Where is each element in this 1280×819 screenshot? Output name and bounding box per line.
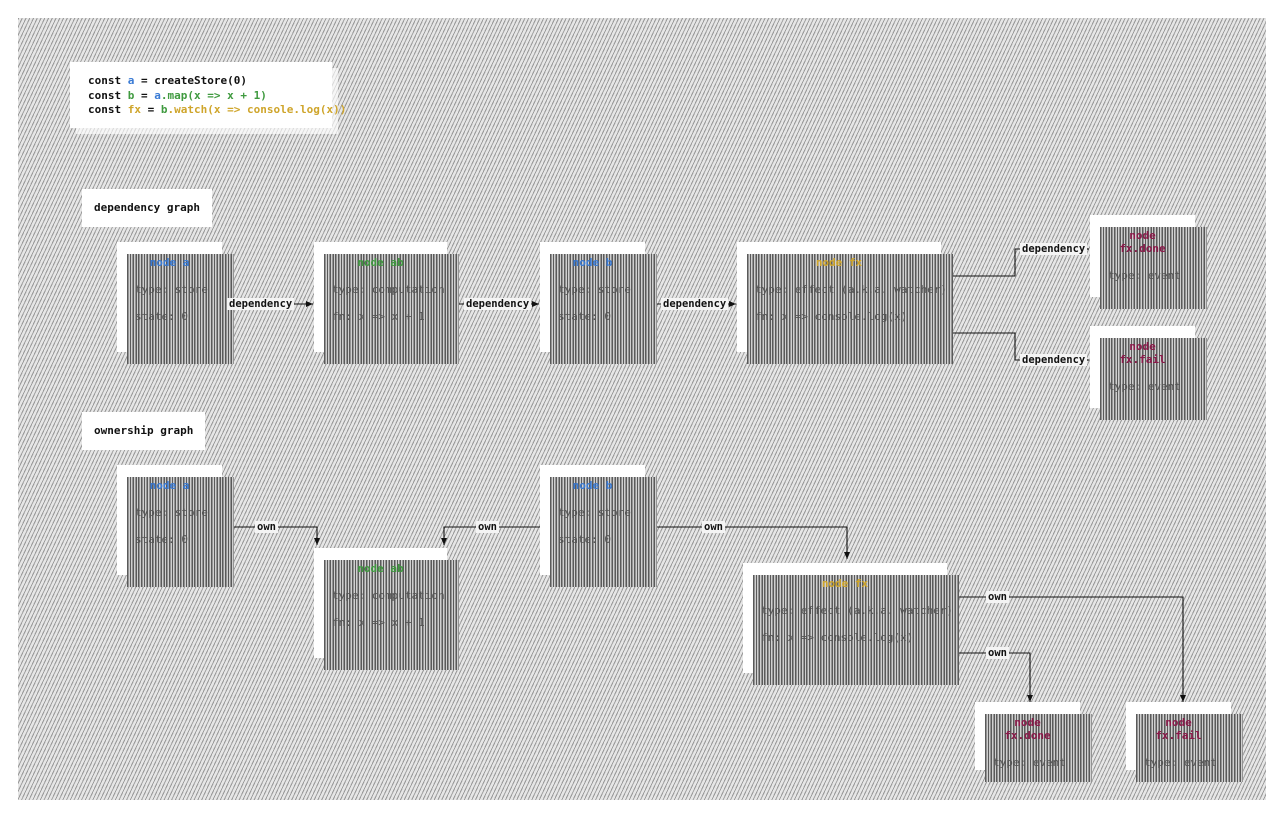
node-row: type: computation <box>332 283 445 296</box>
dep-node-ab: node ab type: computation fn: x => x + 1 <box>314 242 459 364</box>
node-row: type: event <box>1144 756 1217 769</box>
node-row: fn: x => x + 1 <box>332 310 425 323</box>
node-row: state: 0 <box>135 310 188 323</box>
node-row: state: 0 <box>135 533 188 546</box>
dependency-graph-label: dependency graph <box>82 189 212 227</box>
own-node-ab: node ab type: computation fn: x => x + 1 <box>314 548 459 670</box>
node-row: fn: x => x + 1 <box>332 616 425 629</box>
node-row: type: computation <box>332 589 445 602</box>
dep-edge-label: dependency <box>464 298 532 310</box>
code-snippet: const a = createStore(0) const b = a.map… <box>70 62 347 128</box>
own-edge-label: own <box>255 521 278 533</box>
node-row: type: event <box>1108 380 1181 393</box>
node-title: node fx.fail <box>1119 340 1166 366</box>
own-edge-label: own <box>986 591 1009 603</box>
node-row: type: effect (a.k.a. watcher) <box>761 604 954 617</box>
code-line-3: const fx = b.watch(x => console.log(x)) <box>88 103 347 116</box>
ownership-graph-label: ownership graph <box>82 412 206 450</box>
own-edge-label: own <box>702 521 725 533</box>
dep-edge-label: dependency <box>1020 243 1088 255</box>
dep-edge-label: dependency <box>1020 354 1088 366</box>
node-title: node fx.done <box>1004 716 1051 742</box>
own-node-fx-fail: node fx.fail type: event <box>1126 702 1243 782</box>
dep-node-fx-fail: node fx.fail type: event <box>1090 326 1207 420</box>
own-edge-label: own <box>476 521 499 533</box>
node-title: node fx <box>815 256 863 269</box>
code-line-1: const a = createStore(0) <box>88 74 247 87</box>
hatched-background <box>18 18 1266 800</box>
node-title: node fx <box>821 577 869 590</box>
node-row: fn: x => console.log(x) <box>761 631 914 644</box>
own-node-b: node b type: store state: 0 <box>540 465 657 587</box>
dep-node-fx: node fx type: effect (a.k.a. watcher) fn… <box>737 242 953 364</box>
node-title: node ab <box>357 256 404 269</box>
own-edge-label: own <box>986 647 1009 659</box>
node-title: node fx.fail <box>1155 716 1202 742</box>
node-title: node a <box>149 479 190 492</box>
node-row: type: store <box>135 283 208 296</box>
node-row: state: 0 <box>558 310 611 323</box>
node-title: node b <box>572 479 613 492</box>
dep-edge-label: dependency <box>227 298 295 310</box>
dep-node-fx-done: node fx.done type: event <box>1090 215 1207 309</box>
dep-node-a: node a type: store state: 0 <box>117 242 234 364</box>
dep-edge-label: dependency <box>661 298 729 310</box>
node-title: node b <box>572 256 613 269</box>
dep-node-b: node b type: store state: 0 <box>540 242 657 364</box>
node-row: type: effect (a.k.a. watcher) <box>755 283 948 296</box>
own-node-fx-done: node fx.done type: event <box>975 702 1092 782</box>
own-node-a: node a type: store state: 0 <box>117 465 234 587</box>
node-title: node ab <box>357 562 404 575</box>
node-row: type: store <box>558 283 631 296</box>
node-row: type: event <box>993 756 1066 769</box>
code-line-2: const b = a.map(x => x + 1) <box>88 88 267 102</box>
node-row: fn: x => console.log(x) <box>755 310 908 323</box>
node-row: type: event <box>1108 269 1181 282</box>
node-title: node fx.done <box>1119 229 1166 255</box>
node-row: type: store <box>558 506 631 519</box>
node-title: node a <box>149 256 190 269</box>
node-row: state: 0 <box>558 533 611 546</box>
node-row: type: store <box>135 506 208 519</box>
own-node-fx: node fx type: effect (a.k.a. watcher) fn… <box>743 563 959 685</box>
